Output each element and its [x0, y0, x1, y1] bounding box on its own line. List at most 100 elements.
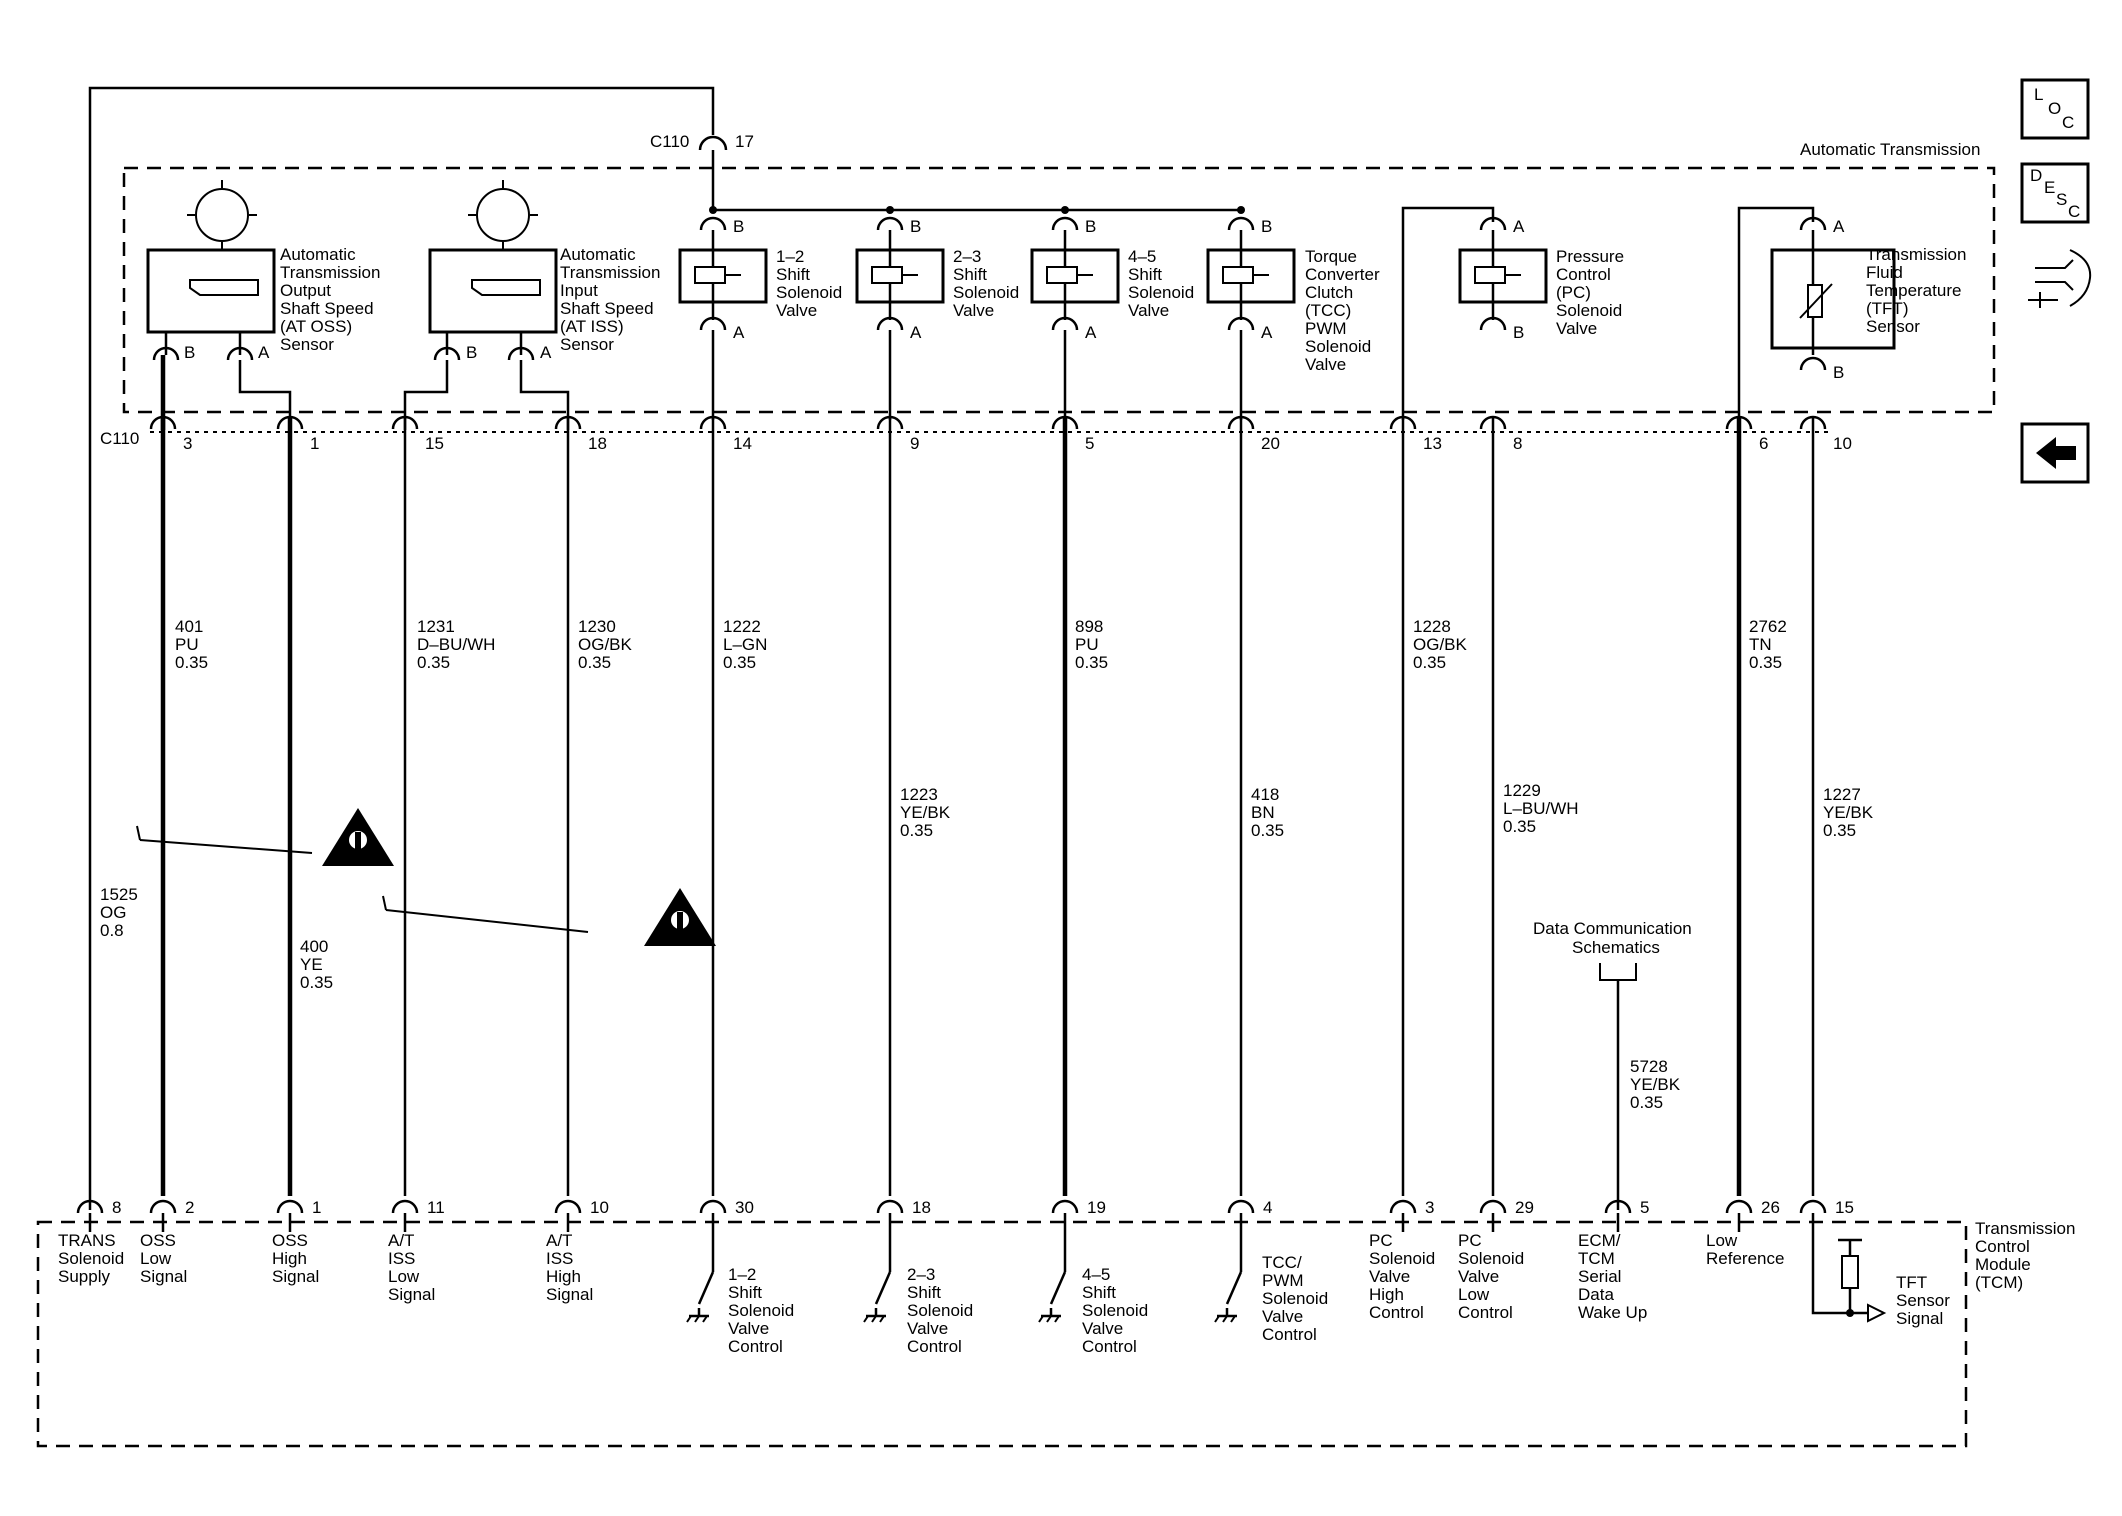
component-label-tft: Fluid: [1866, 263, 1903, 282]
wire-label: 5728: [1630, 1057, 1668, 1076]
tcm-pin-number: 11: [427, 1198, 445, 1217]
svg-text:S: S: [2056, 190, 2067, 209]
component-label-tcc: PWM: [1305, 319, 1347, 338]
tcm-terminal-label: Data: [1578, 1285, 1614, 1304]
wire-label: TN: [1749, 635, 1772, 654]
c110-pin-number: 8: [1513, 434, 1522, 453]
tcm-terminal-label: Control: [1458, 1303, 1513, 1322]
wire-label: 1525: [100, 885, 138, 904]
component-label-iss: Transmission: [560, 263, 660, 282]
tcm-terminal-label: A/T: [388, 1231, 414, 1250]
connector-terminal: [1799, 356, 1827, 371]
iss-wire-a: [519, 360, 570, 430]
tcm-terminal-label: Shift: [907, 1283, 941, 1302]
component-label-tcc: Solenoid: [1305, 337, 1371, 356]
component-label-iss: Input: [560, 281, 598, 300]
component-label-tcc: Torque: [1305, 247, 1357, 266]
tcm-terminal-label: ISS: [546, 1249, 573, 1268]
wire-label: 0.35: [1823, 821, 1856, 840]
c110-pin-number: 5: [1085, 434, 1094, 453]
component-label-oss: Sensor: [280, 335, 334, 354]
component-label-sol12: Shift: [776, 265, 810, 284]
desc-icon[interactable]: D E S C: [2020, 162, 2090, 224]
component-label-oss: Shaft Speed: [280, 299, 374, 318]
tcm-label-1: Transmission: [1975, 1219, 2075, 1238]
component-label-iss: Shaft Speed: [560, 299, 654, 318]
automatic-transmission-box: [122, 166, 1996, 414]
tcm-pin-number: 26: [1761, 1198, 1780, 1217]
wire-label: YE: [300, 955, 323, 974]
connector-terminal: [1051, 316, 1079, 331]
connector-terminal: [1227, 1199, 1255, 1214]
connector-terminal: [152, 346, 180, 361]
tcm-terminal-label: Signal: [546, 1285, 593, 1304]
pin-letter: B: [184, 343, 195, 362]
pin-letter: A: [258, 343, 270, 362]
component-label-sol23: Shift: [953, 265, 987, 284]
component-label-iss: Automatic: [560, 245, 636, 264]
wire-label: 0.35: [900, 821, 933, 840]
tcm-terminal-label: Signal: [140, 1267, 187, 1286]
connector-terminal: [1227, 316, 1255, 331]
wire-label: 418: [1251, 785, 1279, 804]
tcm-terminal-label: Low: [1458, 1285, 1490, 1304]
svg-text:D: D: [2030, 166, 2042, 185]
connector-terminal: [1799, 216, 1827, 231]
tcm-terminal-label: Valve: [1262, 1307, 1303, 1326]
connector-c110-mid: C110: [100, 429, 139, 448]
component-label-sol12: 1–2: [776, 247, 804, 266]
c110-pin-number: 18: [588, 434, 607, 453]
component-label-sol45: 4–5: [1128, 247, 1156, 266]
connector-terminal: [554, 1199, 582, 1214]
warning-icon[interactable]: [322, 808, 394, 866]
component-label-pc: (PC): [1556, 283, 1591, 302]
tcm-terminal-label: Shift: [728, 1283, 762, 1302]
wire-label: YE/BK: [1823, 803, 1874, 822]
wire-label: D–BU/WH: [417, 635, 495, 654]
pin-letter: B: [1261, 217, 1272, 236]
tcm-terminal-label: 2–3: [907, 1265, 935, 1284]
tcm-terminal-label: Solenoid: [728, 1301, 794, 1320]
tcm-terminal-label: Control: [1262, 1325, 1317, 1344]
wire-label: 1228: [1413, 617, 1451, 636]
wire-label: 0.35: [1251, 821, 1284, 840]
automatic-transmission-label: Automatic Transmission: [1800, 140, 1980, 159]
back-arrow-icon[interactable]: [2020, 422, 2090, 484]
wire-label: PU: [1075, 635, 1099, 654]
tft-feed-wire: [1737, 206, 1815, 420]
connector-swap-icon[interactable]: [2028, 249, 2092, 308]
pin-letter: B: [1833, 363, 1844, 382]
wire-label: PU: [175, 635, 199, 654]
wire-label: 0.35: [300, 973, 333, 992]
component-label-sol23: Valve: [953, 301, 994, 320]
pc-feed-wire: [1401, 206, 1495, 420]
twist-indicator: [139, 839, 313, 854]
wire-label: YE/BK: [1630, 1075, 1681, 1094]
tcm-pin-number: 10: [590, 1198, 609, 1217]
connector-terminal: [1479, 316, 1507, 331]
c110-pin-number: 13: [1423, 434, 1442, 453]
warning-icon[interactable]: [644, 888, 716, 946]
tcm-pin-number: 15: [1835, 1198, 1854, 1217]
connector-terminal: [1479, 1199, 1507, 1214]
component-label-sol12: Valve: [776, 301, 817, 320]
wire-label: 898: [1075, 617, 1103, 636]
connector-terminal: [76, 1199, 104, 1214]
connector-terminal: [699, 1199, 727, 1214]
c110-pin-number: 10: [1833, 434, 1852, 453]
wire-label: OG/BK: [1413, 635, 1468, 654]
svg-text:L: L: [2034, 85, 2043, 104]
wire-label: 0.35: [578, 653, 611, 672]
c110-pin-number: 9: [910, 434, 919, 453]
pin-letter: B: [466, 343, 477, 362]
tcm-terminal-label: Reference: [1706, 1249, 1784, 1268]
wire-label: 0.35: [175, 653, 208, 672]
component-label-tcc: (TCC): [1305, 301, 1351, 320]
component-label-iss: (AT ISS): [560, 317, 624, 336]
loc-icon[interactable]: L O C: [2020, 78, 2090, 140]
c110-pin-number: 1: [310, 434, 319, 453]
wires-layer: [76, 206, 1887, 1323]
tcm-terminal-label: Supply: [58, 1267, 110, 1286]
component-label-sol45: Shift: [1128, 265, 1162, 284]
